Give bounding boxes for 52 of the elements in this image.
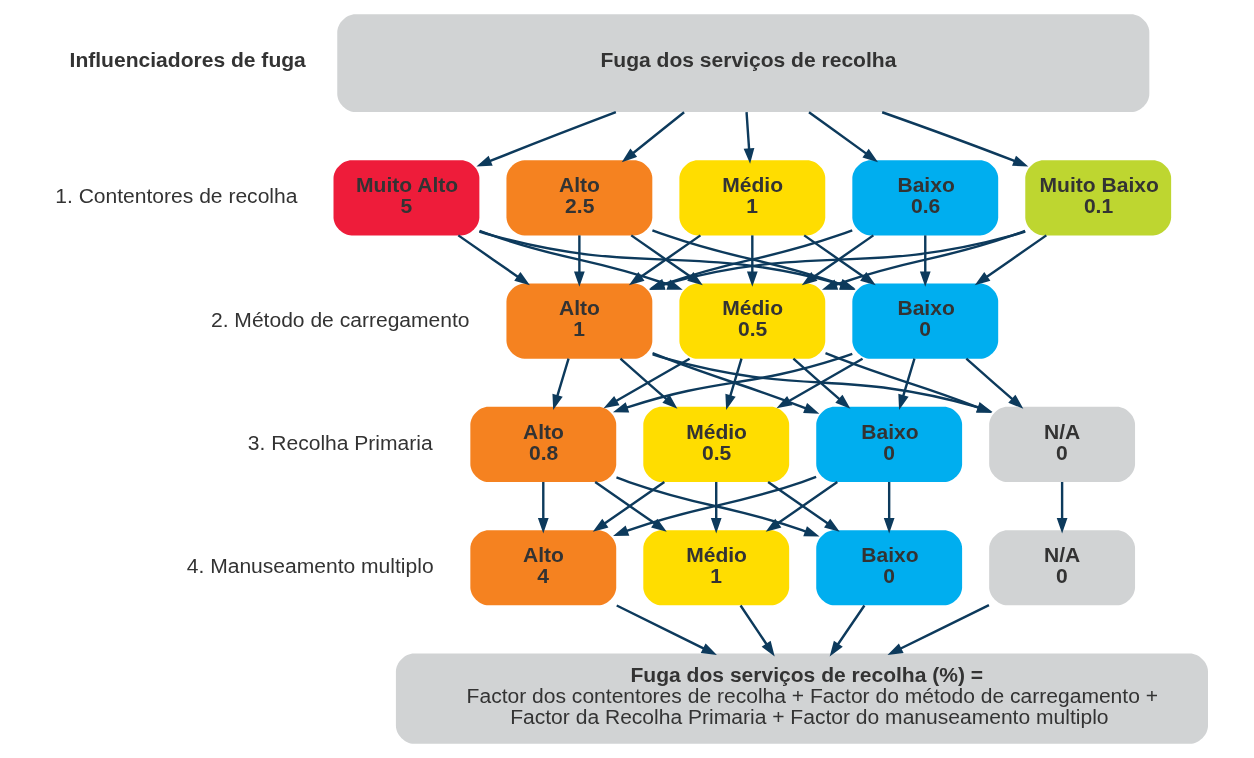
label: 2. Método de carregamento bbox=[210, 307, 470, 331]
arrow bbox=[478, 229, 683, 290]
arrow bbox=[710, 482, 722, 534]
label: 1. Contentores de recolha bbox=[54, 184, 297, 208]
arrow bbox=[739, 604, 775, 657]
node-box: Baixo 0 bbox=[815, 406, 962, 482]
node-box: Alto 4 bbox=[469, 530, 616, 606]
arrow bbox=[919, 235, 931, 287]
arrow bbox=[897, 358, 916, 410]
arrow bbox=[792, 357, 850, 409]
arrow bbox=[619, 357, 677, 409]
label: 4. Manuseamento multiplo bbox=[186, 554, 434, 578]
arrow bbox=[881, 111, 1028, 167]
arrow bbox=[475, 111, 616, 167]
node-box: N/A 0 bbox=[988, 406, 1135, 482]
node-box: Médio 1 bbox=[678, 160, 825, 236]
node-box: Fuga dos serviços de recolha bbox=[336, 14, 1149, 113]
node-box: Médio 0.5 bbox=[678, 283, 825, 359]
node-box: Baixo 0 bbox=[815, 530, 962, 606]
label: 3. Recolha Primaria bbox=[247, 430, 433, 454]
arrow bbox=[621, 111, 685, 163]
arrow bbox=[457, 234, 530, 286]
arrow bbox=[1056, 482, 1067, 534]
node-box: Médio 0.5 bbox=[642, 406, 789, 482]
arrow bbox=[651, 352, 819, 414]
arrow bbox=[807, 111, 878, 163]
arrow bbox=[724, 358, 743, 410]
node-box: Médio 1 bbox=[642, 530, 789, 606]
node-box: Alto 0.8 bbox=[469, 406, 616, 482]
label: Influenciadores de fuga bbox=[69, 48, 306, 72]
arrow bbox=[603, 357, 690, 409]
arrow bbox=[615, 604, 717, 656]
arrow bbox=[883, 482, 895, 534]
node-box: Baixo 0.6 bbox=[851, 160, 998, 236]
node-box: Fuga dos serviços de recolha (%) = Factor dos contentores de recolha + Factor do método de carregamento + Factor da Recolha Primaria + Factor do manuseamento multiplo bbox=[395, 653, 1208, 744]
arrow bbox=[746, 235, 758, 287]
arrow bbox=[537, 482, 549, 534]
arrow bbox=[965, 357, 1023, 409]
node-box: Muito Baixo 0.1 bbox=[1024, 160, 1171, 236]
node-box: N/A 0 bbox=[988, 530, 1135, 606]
arrow bbox=[612, 352, 853, 413]
arrow bbox=[743, 112, 754, 164]
arrow bbox=[573, 235, 585, 287]
node-box: Alto 1 bbox=[505, 283, 652, 359]
arrow bbox=[551, 358, 570, 410]
arrow bbox=[775, 357, 863, 409]
arrow bbox=[974, 234, 1047, 286]
arrow bbox=[829, 604, 865, 657]
node-box: Muito Alto 5 bbox=[333, 160, 479, 236]
node-box: Baixo 0 bbox=[851, 283, 998, 359]
node-box: Alto 2.5 bbox=[505, 160, 652, 236]
arrow bbox=[886, 604, 989, 656]
